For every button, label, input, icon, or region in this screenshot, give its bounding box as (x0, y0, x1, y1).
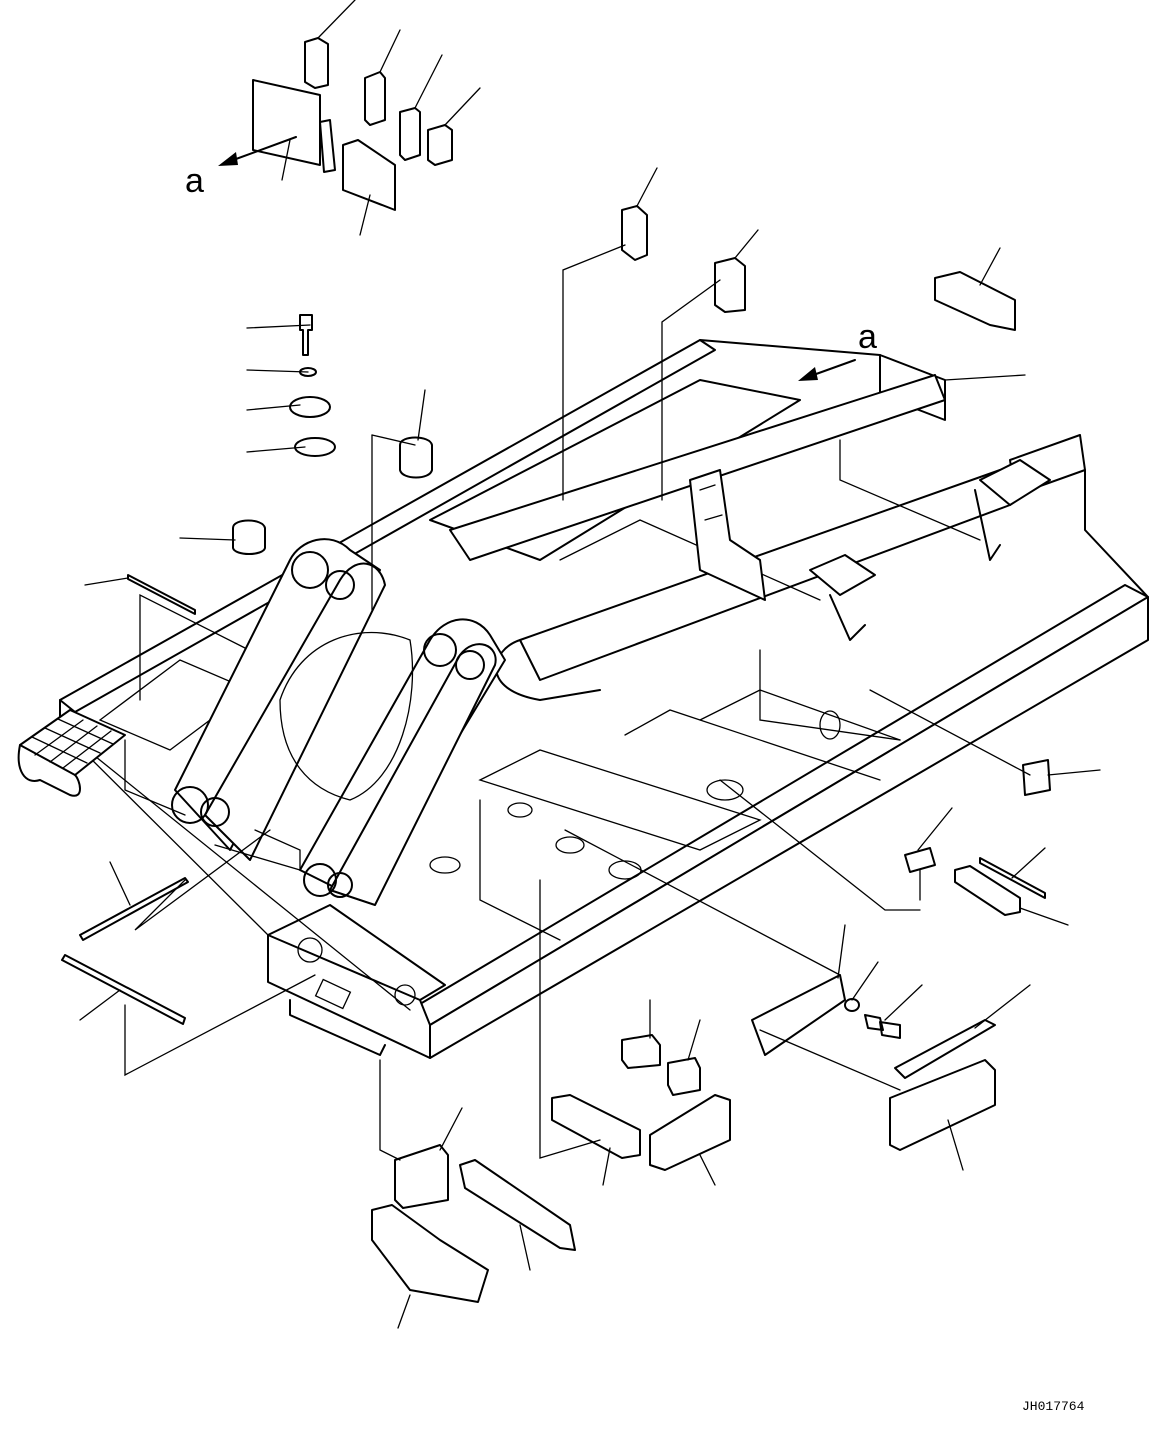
part-shim-left-2 (79, 877, 189, 941)
part-cover-top-a (252, 79, 321, 166)
part-block-top-2 (399, 107, 421, 161)
part-cover-low-2 (371, 1204, 489, 1303)
part-shim-left-3 (61, 954, 186, 1025)
boom-bracket (171, 538, 506, 906)
part-block-top-1 (364, 71, 386, 126)
part-seal (294, 437, 336, 457)
part-cover-low (649, 1094, 731, 1171)
revolving-frame (17, 339, 1149, 1059)
leader-lines (79, 0, 1101, 1329)
part-block-mid (904, 847, 936, 873)
part-rail-low-1 (551, 1094, 641, 1159)
view-marker-right: a (798, 318, 877, 381)
part-clip-top (304, 37, 329, 89)
part-collar-1 (399, 436, 433, 479)
view-marker-top-left: a (185, 136, 297, 200)
part-bolt-2 (864, 1014, 901, 1039)
part-clip-side (319, 119, 336, 173)
rear-bracket (809, 459, 1051, 641)
part-block-low-1 (621, 1034, 661, 1069)
part-rail-low-2 (459, 1159, 576, 1251)
part-rail-right (954, 865, 1021, 916)
part-bolt (299, 314, 313, 356)
drawing-number: JH017764 (1022, 1399, 1085, 1414)
part-washer-2 (844, 998, 860, 1012)
part-collar-2 (232, 519, 266, 555)
part-rail-rear (934, 271, 1016, 331)
view-label-a-2: a (858, 318, 877, 356)
part-block-top-3 (427, 124, 453, 166)
step-grid (17, 709, 126, 797)
part-cap (289, 396, 331, 418)
part-block-low-3 (394, 1144, 449, 1209)
part-plate-lower (751, 974, 846, 1056)
part-block-low-2 (667, 1057, 701, 1096)
part-bar-lower (894, 1019, 996, 1079)
part-pad-right (1022, 759, 1051, 796)
view-label-a-1: a (185, 162, 204, 200)
part-shim-left-1 (127, 574, 196, 615)
part-pad-2 (714, 257, 746, 313)
part-plate-stack (889, 1059, 996, 1151)
part-pad-1 (621, 205, 648, 261)
swivel-guard (689, 469, 766, 601)
part-cover-top-b (342, 139, 396, 211)
exploded-parts (61, 37, 1051, 1303)
